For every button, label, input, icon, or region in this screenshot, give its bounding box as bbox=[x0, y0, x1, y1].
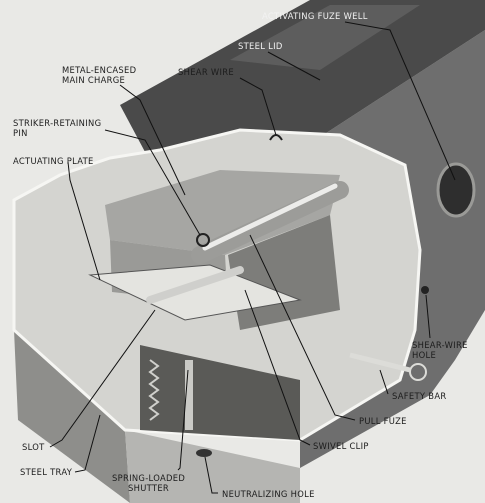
label-line: SPRING-LOADED bbox=[112, 473, 186, 483]
label-steel-tray: STEEL TRAY bbox=[20, 467, 73, 477]
actuating-plate bbox=[88, 264, 302, 321]
neutralizing-hole bbox=[196, 449, 212, 457]
striker-retaining-pin-ring bbox=[196, 233, 210, 247]
leader-steel-tray bbox=[74, 414, 101, 473]
label-steel-lid: STEEL LID bbox=[238, 41, 283, 51]
label-line: PIN bbox=[13, 128, 28, 138]
label-spring-loaded-shutter: SPRING-LOADED SHUTTER bbox=[112, 473, 185, 493]
steel-tray-front bbox=[14, 330, 130, 503]
leader-slot bbox=[49, 309, 156, 448]
leader-main-charge bbox=[119, 84, 186, 196]
pull-fuze-highlight bbox=[202, 183, 338, 251]
label-shear-wire-hole: SHEAR-WIRE HOLE bbox=[412, 340, 468, 360]
leader-actuating-plate bbox=[67, 161, 101, 281]
shutter-spring bbox=[148, 359, 160, 421]
main-charge-top bbox=[105, 170, 340, 255]
label-striker-retaining-pin: STRIKER-RETAINING PIN bbox=[13, 118, 101, 138]
label-line: SHEAR-WIRE bbox=[412, 340, 468, 350]
label-swivel-clip: SWIVEL CLIP bbox=[313, 441, 369, 451]
leader-shear-wire-hole bbox=[425, 294, 431, 339]
label-line: STRIKER-RETAINING bbox=[13, 118, 102, 128]
label-slot: SLOT bbox=[22, 442, 45, 452]
leader-activating-fuze-well bbox=[344, 21, 456, 181]
safety-bar bbox=[349, 352, 411, 373]
pull-fuze-body bbox=[191, 181, 349, 264]
shear-wire-hole-mark bbox=[421, 286, 429, 294]
leader-neutralizing-hole bbox=[204, 456, 218, 494]
label-pull-fuze: PULL FUZE bbox=[359, 416, 407, 426]
steel-lid-surface bbox=[120, 0, 485, 180]
label-activating-fuze-well: ACTIVATING FUZE WELL bbox=[262, 11, 368, 21]
leader-steel-lid bbox=[267, 51, 321, 81]
label-actuating-plate: ACTUATING PLATE bbox=[13, 156, 94, 166]
label-safety-bar: SAFETY BAR bbox=[392, 391, 447, 401]
spring-loaded-shutter-plate bbox=[185, 360, 193, 430]
leader-pull-fuze bbox=[249, 234, 356, 421]
label-line: SHUTTER bbox=[128, 483, 170, 493]
label-line: MAIN CHARGE bbox=[62, 75, 126, 85]
activating-fuze-well bbox=[436, 162, 476, 218]
leader-lines bbox=[49, 21, 456, 494]
safety-bar-ring bbox=[409, 363, 427, 381]
leader-swivel-clip bbox=[244, 289, 311, 446]
leader-striker-pin bbox=[104, 129, 201, 236]
label-line: HOLE bbox=[412, 350, 437, 360]
label-line: METAL-ENCASED bbox=[62, 65, 137, 75]
leader-shutter bbox=[177, 369, 189, 471]
striker-rod bbox=[146, 266, 244, 304]
label-metal-encased-main-charge: METAL-ENCASED MAIN CHARGE bbox=[62, 65, 136, 85]
leader-shear-wire bbox=[239, 77, 277, 136]
lid-sheen bbox=[230, 5, 420, 70]
shutter-cavity bbox=[140, 345, 300, 440]
leader-safety-bar bbox=[379, 369, 389, 395]
label-shear-wire: SHEAR WIRE bbox=[178, 67, 234, 77]
steel-tray-bottom-face bbox=[125, 430, 300, 503]
label-neutralizing-hole: NEUTRALIZING HOLE bbox=[222, 489, 315, 499]
